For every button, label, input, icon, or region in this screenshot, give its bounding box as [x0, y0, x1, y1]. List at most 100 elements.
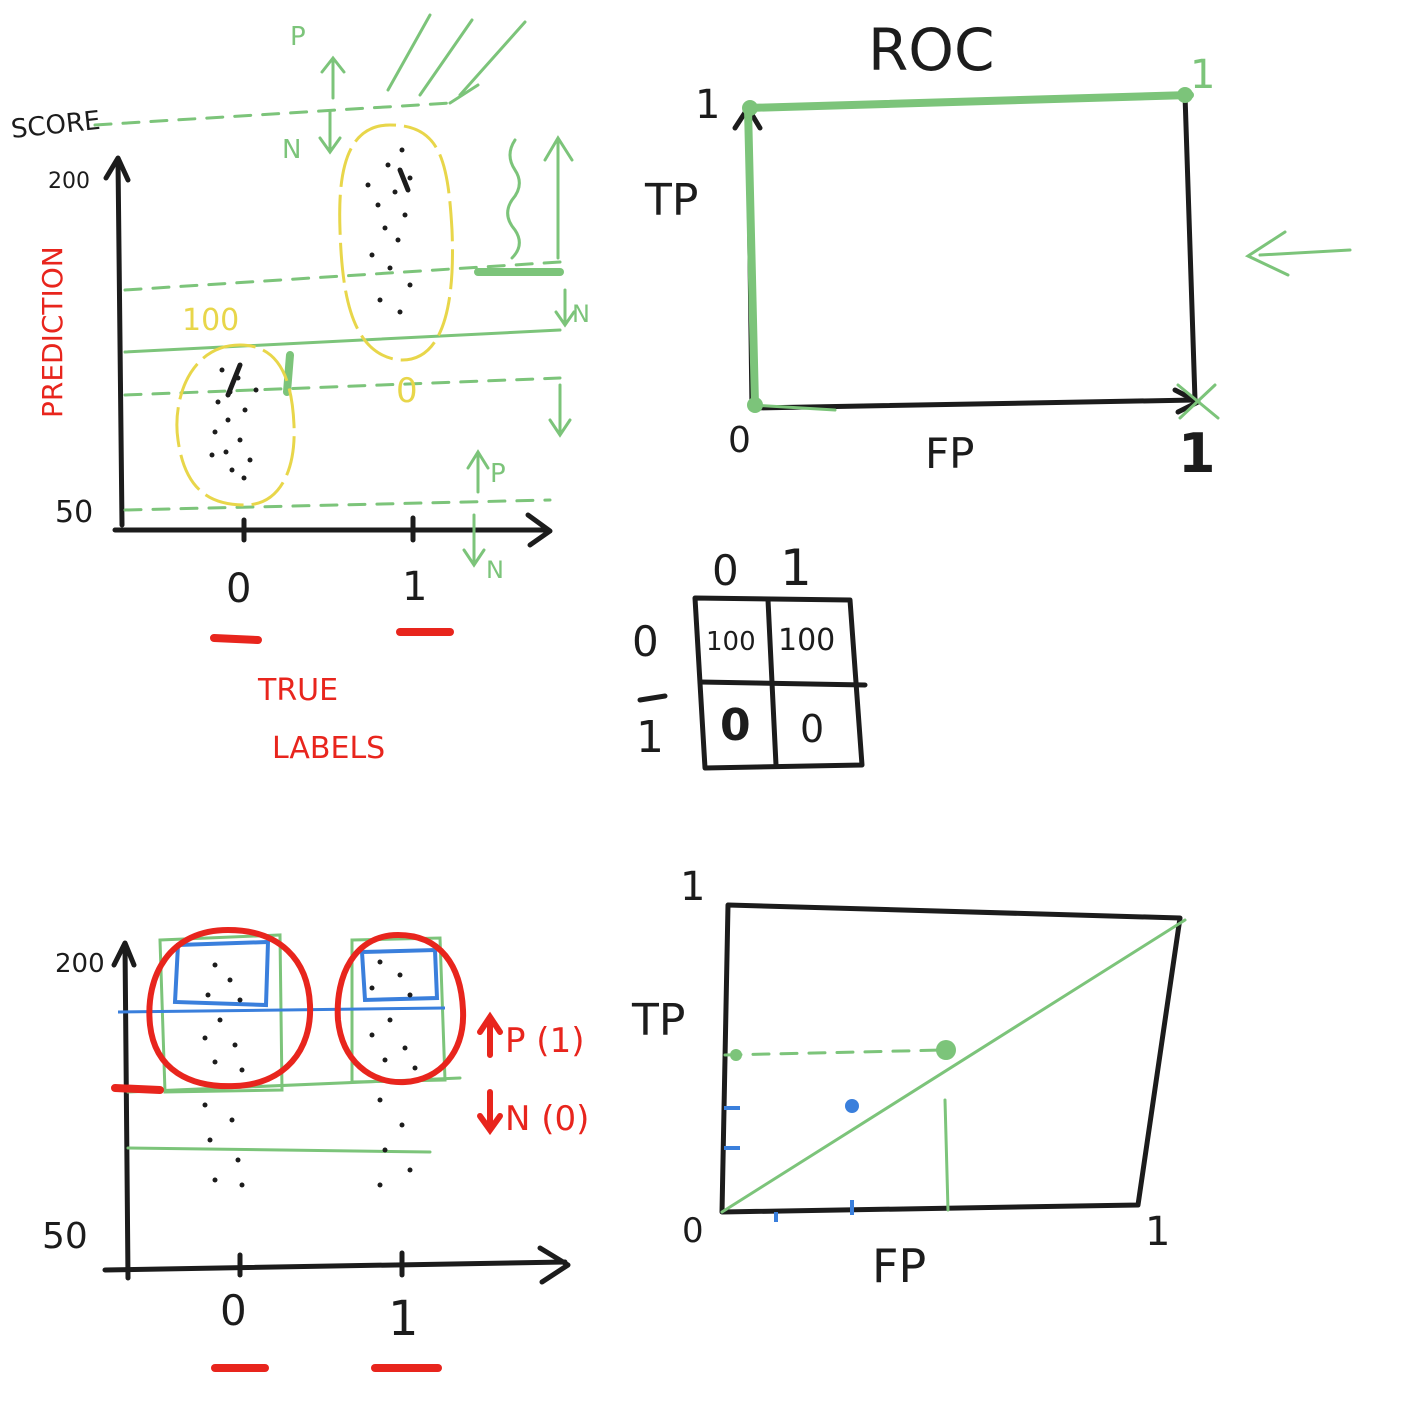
hatch-stroke-1: [386, 13, 432, 92]
label-p-bottom: P: [490, 459, 506, 489]
data-points-bottom-label-1: [369, 959, 418, 1188]
cm-col-header-0: 0: [712, 546, 739, 595]
x-axis-label-line1: TRUE: [257, 673, 338, 708]
y-tick-label-top: 200: [48, 169, 90, 194]
x-axis-bottom: [102, 1259, 568, 1273]
cluster-1-count: 0: [396, 371, 418, 411]
cm-row-header-0: 0: [632, 617, 659, 666]
roc-y-max: 1: [695, 82, 720, 128]
bottom-left-plot: 200 50 0 1 P (1) N (0): [42, 926, 589, 1372]
arrow-up-red-icon: [477, 1011, 503, 1058]
hatch-stroke-2: [418, 18, 474, 97]
cluster-0-count: 100: [182, 303, 239, 338]
roc-bottom-origin: 0: [682, 1211, 704, 1251]
roc-bottom-y-max: 1: [680, 864, 705, 910]
y-axis-bottom-arrowhead: [111, 940, 137, 968]
confusion-matrix: 0 1 0 1 100 100 0 0: [632, 539, 868, 771]
threshold-line-bottom-b: [126, 1146, 432, 1154]
hatch-stroke-3: [458, 20, 527, 97]
data-points-bottom-label-0: [202, 962, 245, 1188]
threshold-line-lower: [123, 376, 562, 397]
roc-origin-label: 0: [728, 420, 751, 461]
blue-box-label-0: [172, 939, 271, 1008]
cluster-label-0-outline: [175, 343, 296, 507]
cm-row-header-overline: [637, 693, 668, 703]
roc-bottom-blue-point: [845, 1099, 859, 1113]
label-n-bottom: N: [486, 556, 504, 584]
y-tick-label-bottom: 50: [55, 495, 93, 530]
y-axis: [115, 157, 125, 528]
threshold-tick-marker: [283, 351, 294, 396]
roc-bottom-y-label: TP: [631, 995, 685, 1046]
roc-point-origin: [747, 397, 763, 413]
roc-point-top-left: [742, 100, 758, 116]
arrow-down-red-icon: [477, 1089, 503, 1136]
green-box-label-0: [158, 933, 284, 1094]
score-label: SCORE: [10, 106, 102, 145]
label-n-zero: N (0): [505, 1099, 589, 1139]
data-points-label-0: [209, 362, 259, 481]
x-tick-label-0: 0: [226, 566, 251, 612]
roc-box: [745, 92, 1198, 411]
cm-grid-outline: [692, 595, 865, 771]
y-axis-label: PREDICTION: [36, 246, 69, 418]
label-n-mid: N: [572, 300, 590, 328]
arrow-down-icon-bottom: [462, 513, 486, 568]
threshold-line-upper: [123, 260, 562, 292]
arrow-left-icon: [1244, 230, 1352, 277]
label-p-top: P: [290, 22, 306, 52]
y-tick-label-bottom-plot-bottom: 50: [42, 1216, 88, 1257]
y-tick-label-bottom-plot-top: 200: [55, 949, 105, 979]
threshold-line-top: [93, 101, 452, 127]
cm-cell-0-0: 100: [706, 627, 756, 657]
threshold-line-bottom: [123, 498, 552, 512]
blue-box-label-1: [359, 947, 440, 1003]
top-left-plot: SCORE P N N P N 100 0: [10, 13, 590, 766]
threshold-line-top-end: [448, 83, 480, 105]
threshold-line-middle: [123, 328, 562, 354]
y-axis-bottom: [122, 942, 131, 1281]
cm-cell-1-0: 0: [720, 700, 751, 751]
squiggle-stroke: [506, 138, 521, 260]
cluster-label-1-outline: [338, 123, 454, 362]
cm-cell-1-1: 0: [800, 707, 824, 751]
cm-col-header-1: 1: [780, 539, 812, 597]
roc-bottom-tp-mark: [730, 1049, 742, 1061]
red-circle-label-1: [334, 931, 467, 1086]
roc-point-top-right: [1177, 87, 1193, 103]
data-points-label-1: [365, 147, 413, 315]
x-tick-label-1: 1: [402, 564, 427, 610]
arrow-up-icon-large: [543, 135, 574, 260]
roc-bottom-x-max: 1: [1145, 1209, 1170, 1255]
roc-x-max: 1: [1178, 422, 1216, 485]
x-axis-label-line2: LABELS: [272, 731, 385, 766]
cm-cell-0-1: 100: [778, 623, 835, 658]
arrow-down-icon-mid: [548, 383, 572, 438]
label-n-top: N: [282, 135, 301, 165]
roc-y-label: TP: [644, 175, 698, 226]
roc-corner-label: 1: [1190, 52, 1215, 98]
roc-title: ROC: [868, 16, 994, 84]
roc-bottom-x-label: FP: [872, 1239, 926, 1293]
x-axis-arrowhead: [525, 512, 553, 548]
roc-point-x-mark-icon: [1176, 383, 1220, 420]
roc-curve-top: ROC TP FP 1 0 1 1: [644, 16, 1352, 485]
x-axis-bottom-arrowhead: [537, 1245, 571, 1285]
roc-curve-line: [743, 91, 1194, 409]
cm-row-header-1: 1: [636, 712, 664, 763]
red-circle-label-0: [146, 926, 314, 1090]
roc-bottom-point: [936, 1040, 956, 1060]
arrow-up-icon-bottom: [466, 449, 490, 494]
arrow-down-icon-small: [554, 288, 576, 328]
underline-0: [210, 634, 262, 644]
roc-bottom-tp-guide: [723, 1048, 947, 1057]
arrow-up-icon: [320, 55, 346, 100]
roc-bottom-fp-guide: [943, 1098, 950, 1212]
y-axis-arrowhead: [103, 155, 131, 183]
arrow-down-icon: [318, 110, 342, 155]
cm-grid-horizontal: [697, 679, 868, 688]
x-tick-label-bottom-0: 0: [220, 1286, 247, 1335]
roc-curve-bottom: TP FP 1 0 1: [631, 864, 1187, 1293]
roc-origin-stroke: [750, 403, 837, 412]
